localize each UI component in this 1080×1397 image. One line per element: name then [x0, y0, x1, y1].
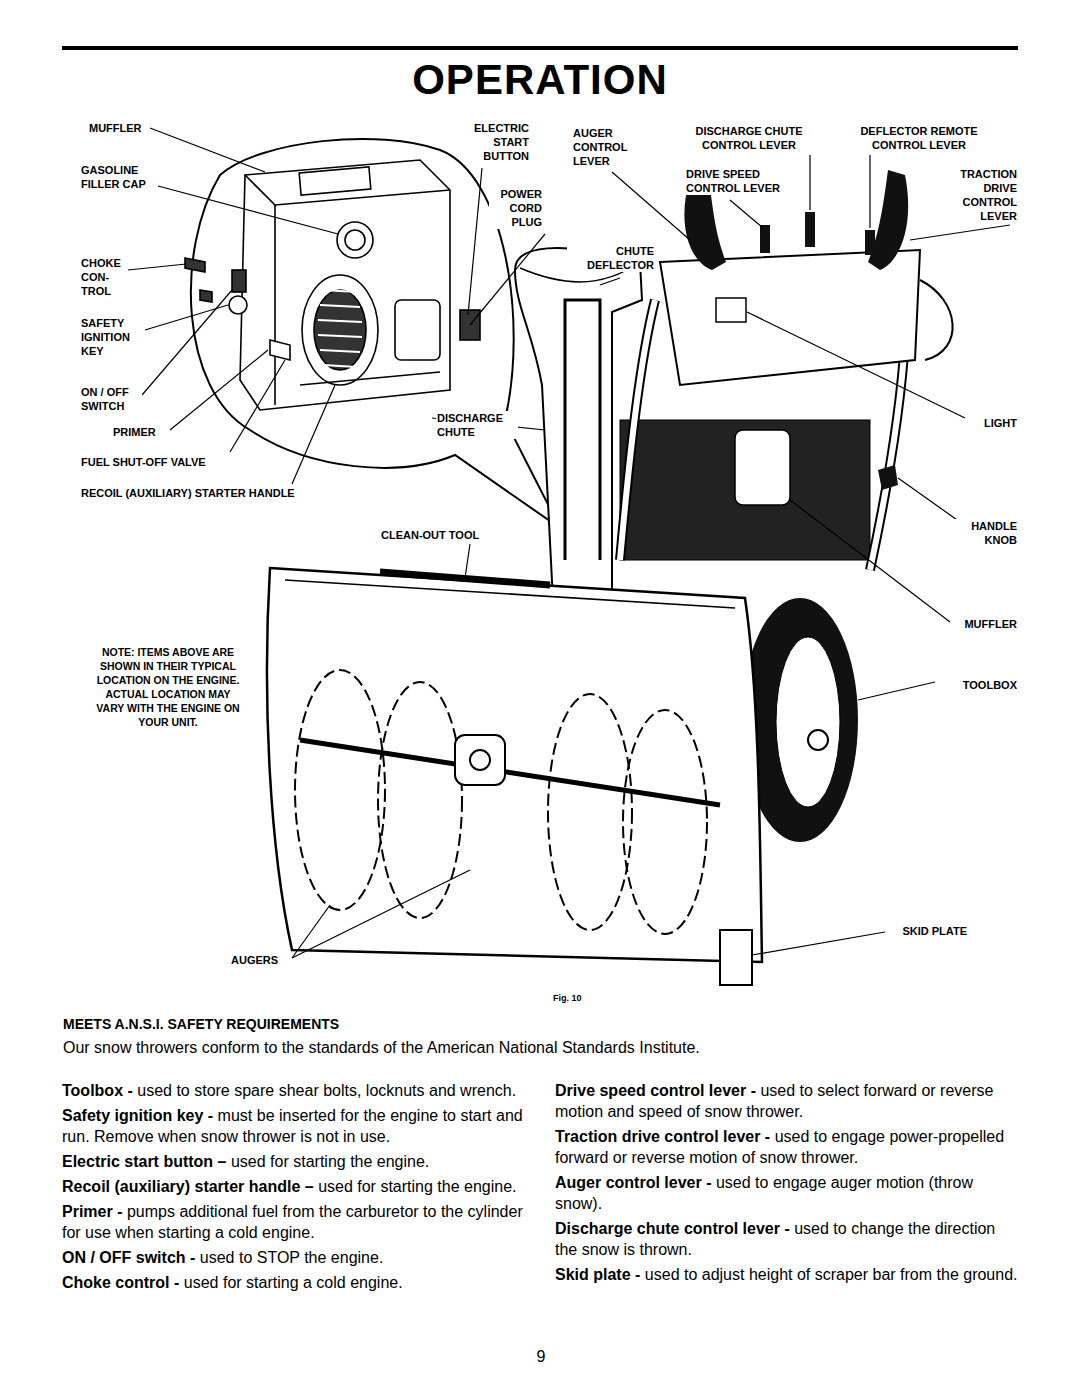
callout-label: TRACTION DRIVE CONTROL LEVER [944, 167, 1018, 223]
description: pumps additional fuel from the carbureto… [62, 1203, 523, 1241]
description-paragraph: Drive speed control lever -used to selec… [555, 1080, 1021, 1122]
callout-label: DISCHARGE CHUTE CONTROL LEVER [678, 124, 820, 152]
term: Traction drive control lever - [555, 1128, 770, 1145]
augers [295, 670, 720, 934]
term: Electric start button – [62, 1153, 226, 1170]
callout-label: HANDLE KNOB [950, 519, 1018, 547]
description-paragraph: Primer -pumps additional fuel from the c… [62, 1201, 528, 1243]
term: Skid plate - [555, 1266, 640, 1283]
callout-label: ON / OFF SWITCH [80, 385, 142, 413]
term: Recoil (auxiliary) starter handle – [62, 1178, 314, 1195]
description-paragraph: Traction drive control lever -used to en… [555, 1126, 1021, 1168]
description-paragraph: Discharge chute control lever -used to c… [555, 1218, 1021, 1260]
auger-housing [267, 568, 762, 962]
section-heading: MEETS A.N.S.I. SAFETY REQUIREMENTS [62, 1015, 340, 1033]
term: Toolbox - [62, 1082, 133, 1099]
term: Primer - [62, 1203, 122, 1220]
description: used for starting a cold engine. [184, 1274, 403, 1291]
callout-label: CLEAN-OUT TOOL [380, 528, 480, 542]
callout-label: DEFLECTOR REMOTE CONTROL LEVER [838, 124, 1000, 152]
right-column: Drive speed control lever -used to selec… [555, 1080, 1021, 1289]
control-panel [660, 250, 920, 385]
description-paragraph: Choke control - used for starting a cold … [62, 1272, 528, 1293]
description: used to store spare shear bolts, locknut… [137, 1082, 516, 1099]
body-text: Our snow throwers conform to the standar… [62, 1038, 1024, 1058]
term: ON / OFF switch - [62, 1249, 195, 1266]
callout-label: FUEL SHUT-OFF VALVE [80, 455, 207, 469]
description: used for starting the engine. [318, 1178, 516, 1195]
callout-label: SAFETY IGNITION KEY [80, 316, 144, 358]
term: Safety ignition key - [62, 1107, 213, 1124]
callout-label: MUFFLER [963, 617, 1018, 631]
callout-label: DISCHARGE CHUTE [436, 411, 518, 439]
header-rule [62, 46, 1018, 50]
callout-label: CHUTE DEFLECTOR [567, 244, 655, 272]
handle-knob-symbol [878, 465, 898, 490]
leader-lines [128, 128, 1010, 958]
callout-label: DRIVE SPEED CONTROL LEVER [685, 167, 791, 195]
callout-label: LIGHT [983, 416, 1018, 430]
callout-label: CHOKE CON- TROL [80, 256, 128, 298]
callout-label: AUGER CONTROL LEVER [572, 126, 638, 168]
callout-label: RECOIL (AUXILIARY) STARTER HANDLE [80, 486, 296, 500]
engine-block [620, 420, 870, 560]
callout-label: SKID PLATE [901, 924, 968, 938]
description-paragraph: Safety ignition key -must be inserted fo… [62, 1105, 528, 1147]
callout-label: POWER CORD PLUG [489, 187, 543, 229]
muffler-symbol [735, 430, 790, 505]
description-paragraph: Electric start button – used for starting… [62, 1151, 528, 1172]
description-paragraph: Recoil (auxiliary) starter handle –used … [62, 1176, 528, 1197]
callout-label: NOTE: ITEMS ABOVE ARE SHOWN IN THEIR TYP… [92, 645, 244, 729]
figure-number: Fig. 10 [552, 991, 583, 1005]
description-paragraph: Toolbox -used to store spare shear bolts… [62, 1080, 528, 1101]
term: Auger control lever - [555, 1174, 711, 1191]
callout-label: ELECTRIC START BUTTON [462, 121, 530, 163]
description: used to adjust height of scraper bar fro… [645, 1266, 1018, 1283]
description-paragraph: ON / OFF switch - used to STOP the engine… [62, 1247, 528, 1268]
inset-bubble [191, 139, 560, 528]
page-number: 9 [0, 1350, 1080, 1364]
description: used for starting the engine. [231, 1153, 429, 1170]
callout-label: AUGERS [230, 953, 279, 967]
term: Choke control - [62, 1274, 179, 1291]
left-column: Toolbox -used to store spare shear bolts… [62, 1080, 528, 1297]
description-paragraph: Auger control lever -used to engage auge… [555, 1172, 1021, 1214]
term: Discharge chute control lever - [555, 1220, 790, 1237]
page-title: OPERATION [0, 56, 1080, 104]
callout-label: MUFFLER [88, 121, 143, 135]
description-paragraph: Skid plate - used to adjust height of scr… [555, 1264, 1021, 1285]
engine-inset [185, 160, 480, 410]
light-symbol [716, 298, 746, 322]
callout-label: GASOLINE FILLER CAP [80, 163, 154, 191]
callout-label: PRIMER [112, 425, 157, 439]
callout-label: TOOLBOX [962, 678, 1018, 692]
skid-plate-symbol [720, 930, 752, 985]
term: Drive speed control lever - [555, 1082, 756, 1099]
description: used to STOP the engine. [200, 1249, 384, 1266]
